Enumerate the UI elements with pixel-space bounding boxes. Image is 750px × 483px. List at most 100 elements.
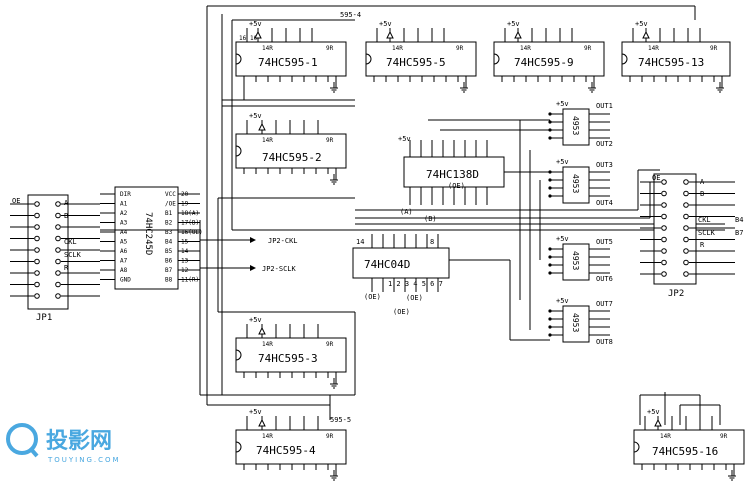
chip-74hc595-16: 74HC595-16 14R 9R (633, 429, 745, 465)
pin-dot (55, 247, 61, 253)
chip-74hc595-3: 74HC595-3 14R 9R (235, 337, 347, 373)
up-arrow-icon (642, 30, 650, 39)
pins-bottom: 1 2 3 4 5 6 7 (388, 280, 443, 288)
pin-dot (661, 236, 667, 243)
chip-4953-1: 4953 (562, 108, 590, 146)
jp1-a: A (64, 199, 69, 207)
chip-label: 74HC595-1 (258, 56, 318, 69)
pin-num: 20 (181, 191, 189, 198)
up-arrow-icon (258, 418, 266, 427)
pin-dot (683, 271, 689, 277)
pin-14r: 14R (262, 45, 273, 52)
pin-dot (683, 179, 689, 185)
pin-dot (34, 293, 40, 299)
vcc-label: +5v (556, 235, 569, 243)
pin-left: A4 (120, 229, 128, 236)
pin-dot (55, 201, 61, 207)
pin-left: A1 (120, 201, 128, 208)
pin-dot (661, 225, 667, 231)
pin-16: 16 (239, 35, 247, 42)
junction-dot (548, 112, 552, 116)
out-3: OUT3 (596, 161, 613, 169)
chip-label: 74HC138D (426, 168, 479, 181)
pin-dot (34, 235, 40, 242)
vcc-label: +5v (647, 408, 660, 416)
pin-dot (661, 202, 667, 208)
pin-14r: 14R (262, 341, 273, 348)
pin-left: A5 (120, 239, 128, 246)
chip-label: 74HC245D (143, 212, 153, 255)
right-arrow-icon (250, 265, 256, 271)
pin-dot (55, 281, 61, 288)
chip-74hc595-1: 74HC595-1 14R 9R 16 10 (235, 35, 347, 77)
chip-notch (235, 441, 242, 453)
chip-label: 4953 (571, 313, 580, 332)
pin-dot (34, 212, 40, 219)
pin-9r: 9R (456, 45, 464, 52)
vcc-label: +5v (379, 20, 392, 28)
chip-pin-stubs: +5v +5v +5v +5v +5v +5v +5v +5v (235, 20, 736, 481)
pin-dot (661, 271, 667, 277)
pin-num: 14 (181, 248, 189, 255)
pin-dot (683, 259, 689, 266)
jp1-b: B (64, 212, 68, 220)
pin-dot (55, 258, 61, 265)
pin-num: 12 (181, 267, 189, 274)
chip-74hc595-13: 74HC595-13 14R 9R (621, 41, 731, 77)
vcc-label: +5v (249, 112, 262, 120)
pin-14r: 14R (648, 45, 659, 52)
net-jp2-ckl: JP2-CKL (268, 237, 298, 245)
net-jp2-sclk: JP2-SCLK (262, 265, 297, 273)
junction-dot (548, 186, 552, 190)
pin-dot (661, 179, 667, 185)
chip-label: 74HC04D (364, 258, 410, 271)
pin-left: A2 (120, 210, 128, 217)
pin-right: B8 (165, 277, 173, 284)
pin-right: B4 (165, 239, 173, 246)
pin-right: B1 (165, 210, 173, 217)
pin-left: A7 (120, 258, 128, 265)
pin-dot (683, 225, 689, 231)
junction-dot (548, 263, 552, 267)
chip-label: 74HC595-13 (638, 56, 704, 69)
pin-num: 16(OE) (181, 229, 203, 236)
watermark-logo-icon (6, 423, 38, 455)
vcc-label: +5v (635, 20, 648, 28)
chip-label: 4953 (571, 174, 580, 193)
pin-dot (34, 258, 40, 265)
vcc-label: +5v (249, 316, 262, 324)
chip-notch (235, 53, 242, 65)
pin-dot (55, 293, 61, 299)
pin-num: 11(R) (181, 277, 199, 284)
out-2: OUT2 (596, 140, 613, 148)
pin-14: 14 (356, 238, 364, 246)
pin-oe: (OE) (448, 182, 465, 190)
pin-dot (661, 248, 667, 254)
right-arrow-icon (250, 237, 256, 243)
pin-14r: 14R (520, 45, 531, 52)
vcc-label: +5v (249, 408, 262, 416)
vcc-label: +5v (556, 297, 569, 305)
pin-left: A8 (120, 267, 128, 274)
chip-label: 4953 (571, 116, 580, 135)
out-1: OUT1 (596, 102, 613, 110)
jp2-a: A (700, 178, 705, 186)
chip-notch (633, 441, 640, 453)
vcc-label: +5v (507, 20, 520, 28)
jp2-b4: B4 (735, 216, 743, 224)
out-5: OUT5 (596, 238, 613, 246)
pin-dot (34, 247, 40, 253)
pin-dot (683, 248, 689, 254)
chip-notch (365, 53, 372, 65)
junction-dot (548, 194, 552, 198)
pin-14r: 14R (660, 433, 671, 440)
vcc-label: +5v (398, 135, 411, 143)
pin-dot (683, 202, 689, 208)
junction-dot (548, 255, 552, 259)
pin-dot (683, 213, 689, 220)
out-7: OUT7 (596, 300, 613, 308)
pin-dot (34, 270, 40, 276)
pin-9r: 9R (710, 45, 718, 52)
pin-14r: 14R (262, 137, 273, 144)
